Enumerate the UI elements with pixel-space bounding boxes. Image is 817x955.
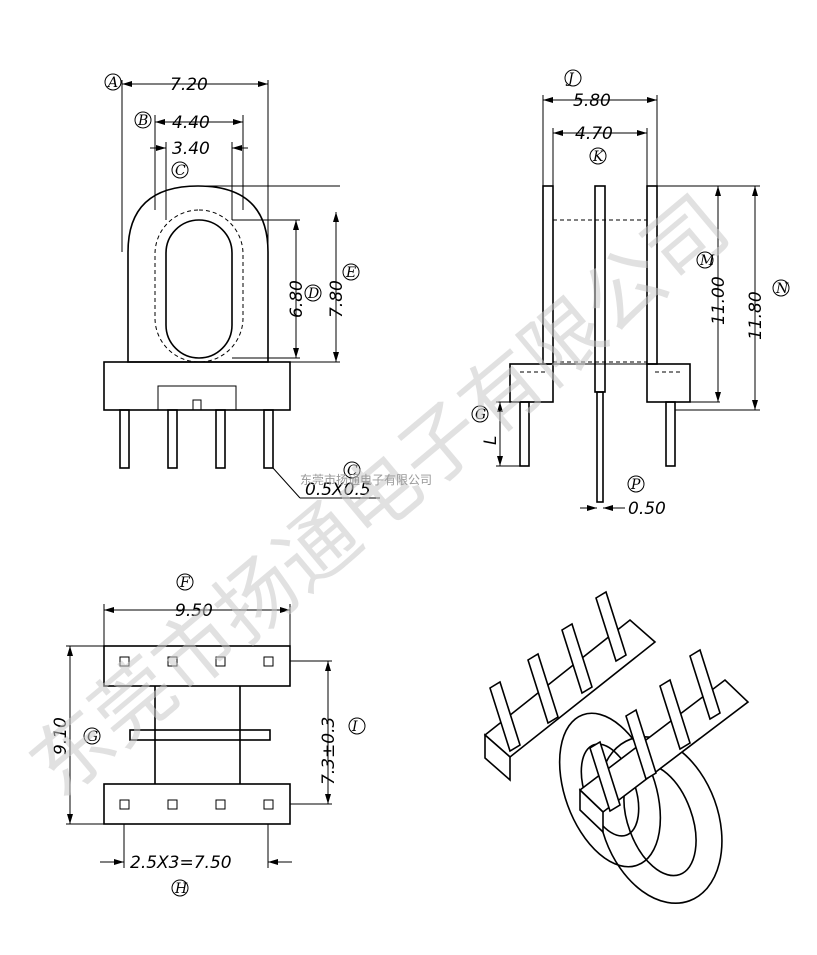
label-H: H bbox=[174, 881, 188, 897]
dim-L-value: L bbox=[481, 436, 501, 445]
label-P-circle bbox=[627, 475, 645, 493]
label-D-circle bbox=[304, 284, 322, 302]
dim-H-value: 2.5X3=7.50 bbox=[130, 853, 232, 873]
pin-hole bbox=[215, 656, 226, 667]
side-center-post bbox=[596, 391, 604, 503]
pin-1 bbox=[119, 409, 130, 469]
side-view: 5.80 J 4.70 K 11.00 M 11.80 N bbox=[471, 69, 790, 519]
label-G2: G bbox=[475, 407, 486, 423]
dim-M-value: 11.00 bbox=[709, 276, 729, 325]
label-D: D bbox=[307, 286, 319, 302]
pin-hole bbox=[167, 799, 178, 810]
label-pin: C bbox=[347, 463, 358, 479]
base-key bbox=[192, 399, 202, 411]
base-left bbox=[509, 363, 554, 403]
dim-F-value: 9.50 bbox=[175, 601, 213, 621]
pin-hole bbox=[119, 656, 130, 667]
dim-D-value: 6.80 bbox=[287, 280, 307, 318]
bobbin-outer bbox=[127, 185, 269, 363]
label-J: J bbox=[565, 71, 575, 87]
label-C-circle bbox=[171, 161, 189, 179]
label-I-circle bbox=[348, 717, 366, 735]
dim-P-value: 0.50 bbox=[628, 499, 666, 519]
dim-I-value: 7.3±0.3 bbox=[319, 717, 339, 785]
label-pin-circle bbox=[343, 461, 361, 479]
base-notch bbox=[157, 385, 237, 411]
label-P: P bbox=[630, 477, 641, 493]
label-G-circle bbox=[83, 727, 101, 745]
dim-E-value: 7.80 bbox=[327, 280, 347, 318]
dim-C-value: 3.40 bbox=[172, 139, 210, 159]
watermark-small: 东莞市扬通电子有限公司 bbox=[300, 472, 432, 487]
pin-hole bbox=[215, 799, 226, 810]
dim-G-value: 9.10 bbox=[51, 717, 71, 755]
label-H-circle bbox=[171, 879, 189, 897]
base-bottom-row bbox=[103, 783, 291, 825]
flange-hidden-line bbox=[154, 209, 244, 363]
label-B: B bbox=[137, 113, 148, 129]
bottom-view: 9.50 F 9.10 G 7.3±0.3 I 2.5X3=7.50 H bbox=[51, 573, 366, 897]
label-A: A bbox=[106, 75, 118, 91]
base-top-row bbox=[103, 645, 291, 687]
side-pin-right bbox=[665, 401, 676, 467]
label-K-circle bbox=[589, 147, 607, 165]
side-pin-left bbox=[519, 401, 530, 467]
dim-J-value: 5.80 bbox=[573, 91, 611, 111]
pin-hole bbox=[263, 656, 274, 667]
dim-N-value: 11.80 bbox=[746, 291, 766, 340]
label-C: C bbox=[175, 163, 186, 179]
front-view: 7.20 A 4.40 B 3.40 C 6.80 D bbox=[103, 73, 380, 500]
pin-size-value: 0.5X0.5 bbox=[305, 480, 371, 500]
label-G: G bbox=[87, 729, 98, 745]
label-M: M bbox=[699, 253, 715, 269]
pin-2 bbox=[167, 409, 178, 469]
label-F-circle bbox=[176, 573, 194, 591]
pin-hole bbox=[167, 656, 178, 667]
pin-3 bbox=[215, 409, 226, 469]
label-I: I bbox=[351, 719, 358, 735]
pin-hole bbox=[263, 799, 274, 810]
label-M-circle bbox=[696, 251, 714, 269]
label-E: E bbox=[345, 265, 356, 281]
label-G2-circle bbox=[471, 405, 489, 423]
dim-B-value: 4.40 bbox=[172, 113, 210, 133]
label-K: K bbox=[592, 149, 605, 165]
base-right bbox=[646, 363, 691, 403]
label-J-circle bbox=[564, 69, 582, 87]
pin-hole bbox=[119, 799, 130, 810]
label-N: N bbox=[775, 281, 789, 297]
label-B-circle bbox=[134, 111, 152, 129]
dim-K-value: 4.70 bbox=[575, 124, 613, 144]
center-bar bbox=[129, 729, 271, 741]
label-N-circle bbox=[772, 279, 790, 297]
label-F: F bbox=[179, 575, 191, 591]
pin-4 bbox=[263, 409, 274, 469]
isometric-view bbox=[483, 590, 750, 905]
dim-A-value: 7.20 bbox=[170, 75, 208, 95]
label-A-circle bbox=[104, 73, 122, 91]
label-E-circle bbox=[342, 263, 360, 281]
bobbin-window bbox=[165, 219, 233, 359]
